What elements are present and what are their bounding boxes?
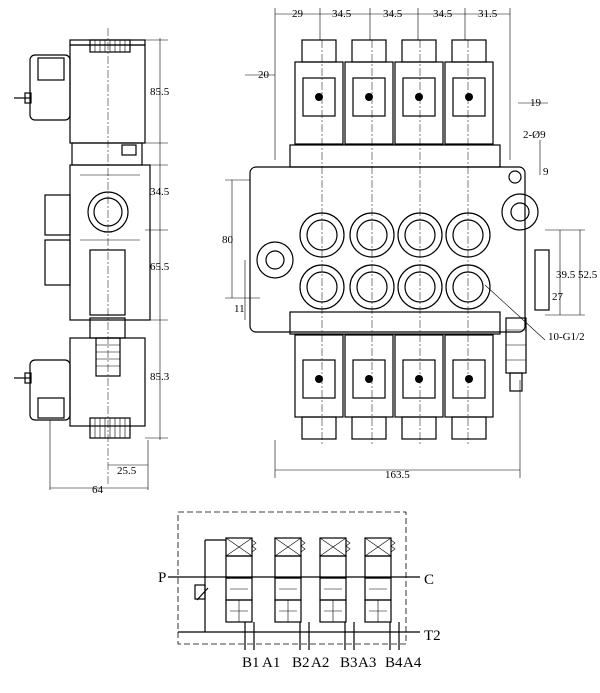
port-b3: B3 — [340, 655, 358, 671]
dim-top-3: 34.5 — [433, 8, 453, 20]
dim-eleven: 11 — [234, 303, 245, 315]
port-a2: A2 — [311, 655, 329, 671]
port-a1: A1 — [262, 655, 280, 671]
label-c: C — [424, 572, 434, 588]
hydraulic-schematic — [168, 511, 420, 650]
dim-coil-top: 85.5 — [150, 86, 170, 98]
dim-port: 10-G1/2 — [548, 331, 585, 343]
label-p: P — [158, 570, 166, 586]
valve-4 — [364, 537, 400, 650]
dim-top-4: 31.5 — [478, 8, 498, 20]
ports-upper — [299, 212, 491, 258]
dim-total-width: 163.5 — [385, 469, 410, 481]
port-b2: B2 — [292, 655, 310, 671]
dim-coil-bottom: 85.3 — [150, 371, 170, 383]
dim-top-1: 34.5 — [332, 8, 352, 20]
side-view — [14, 28, 168, 490]
dim-left-offset: 20 — [258, 69, 270, 81]
port-a4: A4 — [403, 655, 422, 671]
valve-1 — [225, 537, 255, 650]
dim-top-0: 29 — [292, 8, 304, 20]
dim-width-total: 64 — [92, 484, 104, 496]
front-view — [225, 8, 585, 478]
ports-lower — [299, 264, 491, 310]
port-b1: B1 — [242, 655, 260, 671]
dim-mid-block: 65.5 — [150, 261, 170, 273]
dim-width-inner: 25.5 — [117, 465, 137, 477]
valve-3 — [319, 537, 355, 650]
dim-right-19: 19 — [530, 97, 542, 109]
dim-r-27: 27 — [552, 291, 564, 303]
dim-hole: 2-Ø9 — [523, 129, 546, 141]
valve-2 — [274, 537, 310, 650]
port-a3: A3 — [358, 655, 376, 671]
label-t2: T2 — [424, 628, 441, 644]
dim-r-52-5: 52.5 — [578, 269, 598, 281]
upper-coils — [294, 39, 494, 145]
lower-coils — [294, 334, 494, 440]
dim-nine: 9 — [543, 166, 549, 178]
dim-upper-block: 34.5 — [150, 186, 170, 198]
dim-height-80: 80 — [222, 234, 234, 246]
dim-r-39-5: 39.5 — [556, 269, 576, 281]
port-b4: B4 — [385, 655, 403, 671]
dim-top-2: 34.5 — [383, 8, 403, 20]
